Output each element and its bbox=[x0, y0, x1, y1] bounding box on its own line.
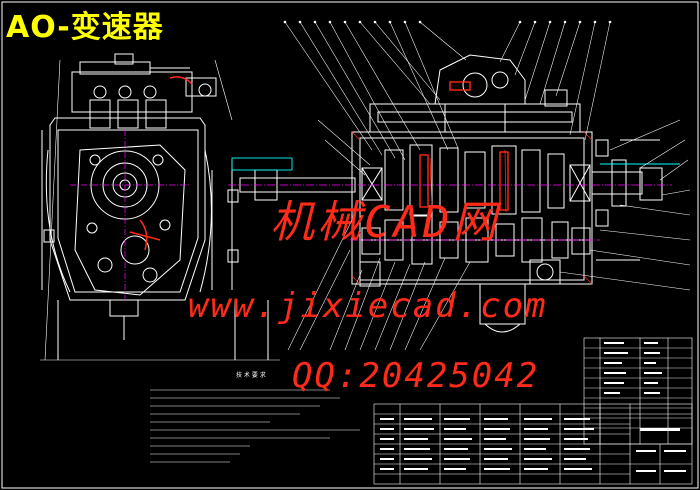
watermark-qq: QQ:20425042 bbox=[292, 356, 540, 396]
side-view-centerlines bbox=[70, 130, 190, 300]
side-view-leaders bbox=[40, 59, 280, 361]
notes-area bbox=[150, 389, 360, 463]
side-view-accents bbox=[129, 76, 193, 251]
part-leaders bbox=[284, 21, 691, 351]
section-red-parts bbox=[419, 81, 509, 211]
section-centerlines bbox=[228, 184, 672, 241]
table-text-marks bbox=[380, 342, 686, 472]
section-hatching bbox=[351, 131, 593, 285]
technical-notes-heading: 技 术 要 求 bbox=[236, 372, 266, 379]
leader-dots bbox=[283, 20, 612, 24]
parts-table bbox=[373, 337, 693, 485]
section-dimensions bbox=[231, 157, 680, 171]
parts-table-rows bbox=[584, 347, 692, 429]
drawing-title: AO-变速器 bbox=[6, 10, 164, 45]
watermark-site-name: 机械CAD网 bbox=[270, 197, 500, 248]
watermark-url: www.jixiecad.com bbox=[188, 286, 548, 326]
